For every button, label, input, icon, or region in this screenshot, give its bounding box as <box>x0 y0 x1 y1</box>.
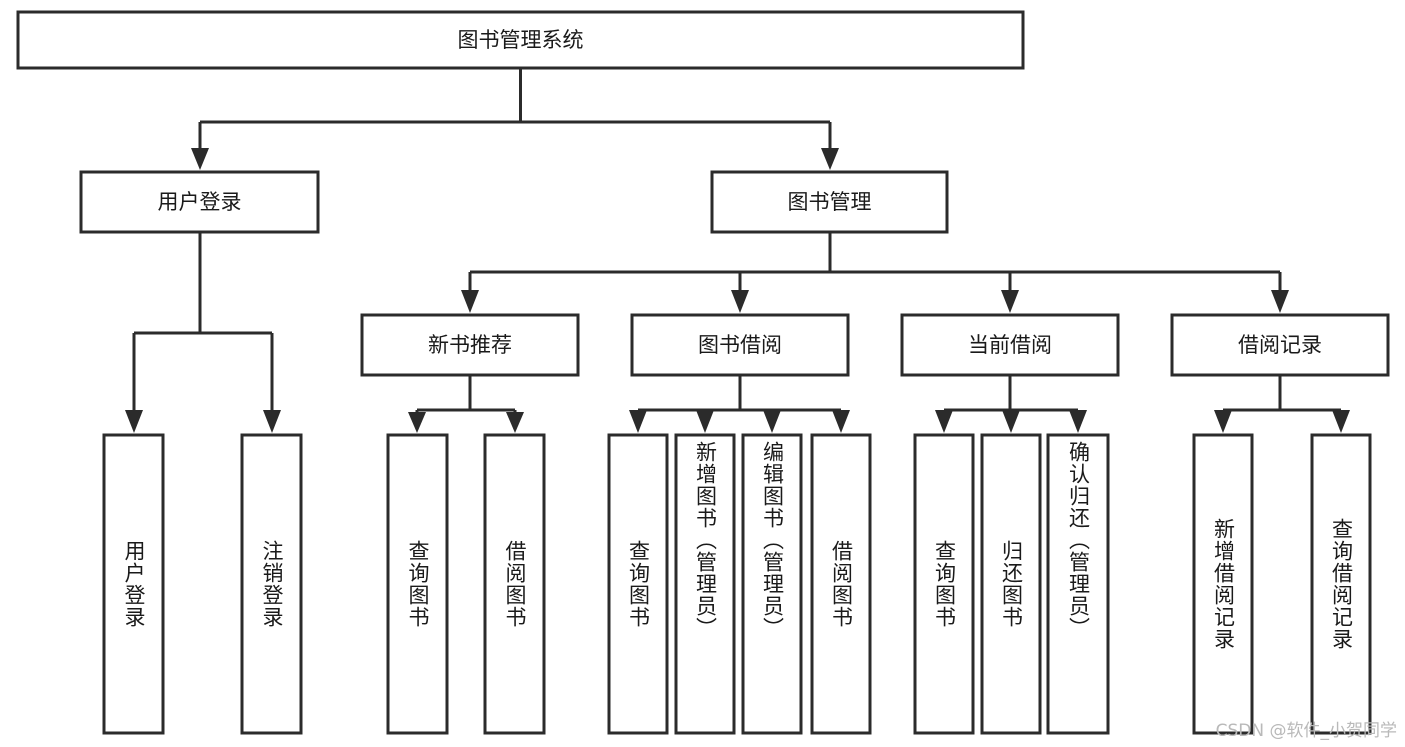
connector-group-root <box>191 68 839 170</box>
node-box-leaf-query-book-bb[interactable] <box>607 433 669 735</box>
arrow-head-leaf-query-book-rec <box>408 412 426 433</box>
node-box-leaf-edit-book[interactable] <box>741 433 803 735</box>
node-box-user-login[interactable] <box>79 170 320 234</box>
node-box-book-manage[interactable] <box>710 170 949 234</box>
arrow-head-book-manage <box>821 148 839 170</box>
connector-group-new-book-rec <box>408 375 524 433</box>
node-label-root: 图书管理系统 <box>458 28 584 52</box>
arrow-head-leaf-confirm-return <box>1069 410 1087 433</box>
connector-group-book-borrow <box>629 375 850 433</box>
node-box-new-book-rec[interactable] <box>360 313 580 377</box>
arrow-head-user-login <box>191 148 209 170</box>
arrow-head-book-borrow <box>731 290 749 313</box>
node-box-leaf-return-book[interactable] <box>980 433 1042 735</box>
node-label-user-login: 用户登录 <box>158 190 242 214</box>
node-box-leaf-borrow-book-rec[interactable] <box>483 433 546 735</box>
arrow-head-leaf-query-record <box>1332 410 1350 433</box>
arrow-head-leaf-add-record <box>1214 410 1232 433</box>
node-box-leaf-add-record[interactable] <box>1192 433 1254 735</box>
node-box-leaf-confirm-return[interactable] <box>1046 433 1110 735</box>
arrow-head-current-borrow <box>1001 290 1019 313</box>
node-box-leaf-query-book-cb[interactable] <box>913 433 975 735</box>
node-label-borrow-record: 借阅记录 <box>1238 333 1322 357</box>
node-box-leaf-query-book-rec[interactable] <box>386 433 449 735</box>
connector-group-current-borrow <box>935 375 1087 433</box>
node-label-book-manage: 图书管理 <box>788 190 872 214</box>
arrow-head-leaf-query-book-bb <box>629 410 647 433</box>
node-label-book-borrow: 图书借阅 <box>698 333 782 357</box>
connector-group-borrow-record <box>1214 375 1350 433</box>
node-box-leaf-add-book[interactable] <box>674 433 736 735</box>
node-box-leaf-borrow-book-bb[interactable] <box>810 433 872 735</box>
arrow-head-leaf-logout <box>263 410 281 433</box>
node-box-leaf-query-record[interactable] <box>1310 433 1372 735</box>
arrow-head-leaf-edit-book <box>763 410 781 433</box>
arrow-head-borrow-record <box>1271 290 1289 313</box>
connector-group-user-login <box>125 232 281 433</box>
arrow-head-leaf-user-login <box>125 410 143 433</box>
node-box-borrow-record[interactable] <box>1170 313 1390 377</box>
node-label-new-book-rec: 新书推荐 <box>428 333 512 357</box>
arrow-head-leaf-borrow-book-rec <box>506 412 524 433</box>
node-box-leaf-logout[interactable] <box>240 433 303 735</box>
csdn-watermark: CSDN @软件_小贺同学 <box>1215 721 1397 741</box>
node-label-current-borrow: 当前借阅 <box>968 333 1052 357</box>
node-box-book-borrow[interactable] <box>630 313 850 377</box>
connector-group-book-manage <box>461 232 1289 313</box>
arrow-head-leaf-query-book-cb <box>935 410 953 433</box>
arrow-head-new-book-rec <box>461 290 479 313</box>
arrow-head-leaf-add-book <box>696 410 714 433</box>
node-box-current-borrow[interactable] <box>900 313 1120 377</box>
arrow-head-leaf-borrow-book-bb <box>832 410 850 433</box>
arrow-head-leaf-return-book <box>1002 410 1020 433</box>
node-box-root[interactable] <box>16 10 1025 70</box>
node-box-leaf-user-login[interactable] <box>102 433 165 735</box>
